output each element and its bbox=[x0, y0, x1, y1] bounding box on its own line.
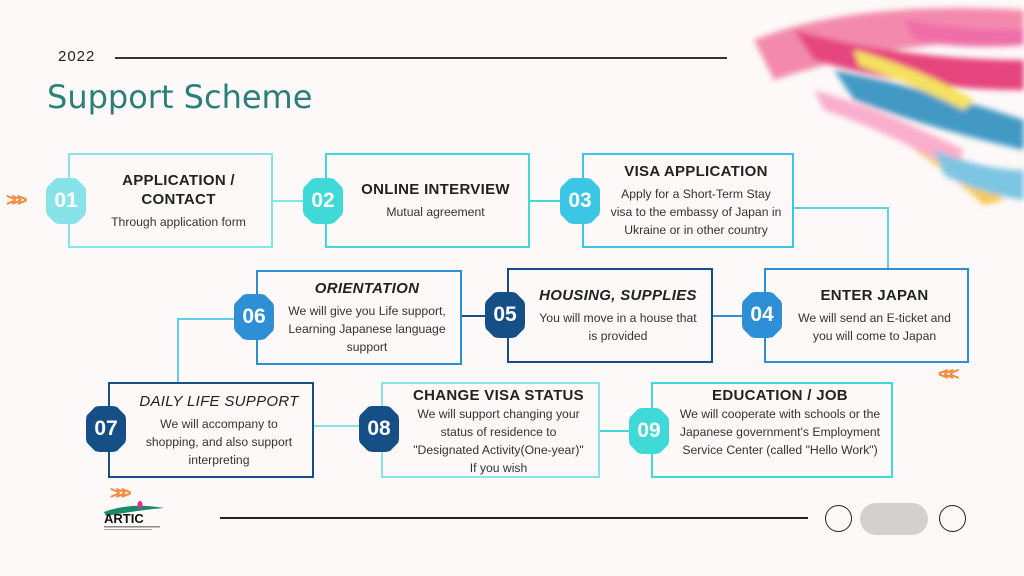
chevron-right-icon: >>> bbox=[110, 483, 131, 503]
nav-pill bbox=[860, 503, 928, 535]
step-01-box: APPLICATION / CONTACT Through applicatio… bbox=[68, 153, 273, 248]
step-09-box: EDUCATION / JOB We will cooperate with s… bbox=[651, 382, 893, 478]
step-08-box: CHANGE VISA STATUS We will support chang… bbox=[381, 382, 600, 478]
connector bbox=[529, 200, 582, 202]
step-title: ENTER JAPAN bbox=[820, 287, 929, 304]
year-label: 2022 bbox=[58, 48, 96, 65]
step-title: HOUSING, SUPPLIES bbox=[539, 287, 697, 304]
step-title: ONLINE INTERVIEW bbox=[361, 181, 510, 198]
divider bbox=[115, 57, 727, 59]
connector bbox=[887, 207, 889, 268]
connector bbox=[793, 207, 889, 209]
step-03-badge: 03 bbox=[560, 178, 600, 224]
step-description: Through application form bbox=[111, 214, 246, 229]
step-description: We will cooperate with schools or the Ja… bbox=[679, 407, 881, 457]
step-description: Mutual agreement bbox=[386, 205, 485, 219]
step-02-badge: 02 bbox=[303, 178, 343, 224]
connector bbox=[599, 430, 651, 432]
step-title: VISA APPLICATION bbox=[624, 163, 768, 180]
step-04-box: ENTER JAPAN We will send an E-ticket and… bbox=[764, 268, 969, 363]
step-06-badge: 06 bbox=[234, 294, 274, 340]
step-08-badge: 08 bbox=[359, 406, 399, 452]
divider bbox=[220, 517, 808, 519]
step-07-badge: 07 bbox=[86, 406, 126, 452]
step-description: We will give you Life support, Learning … bbox=[288, 304, 446, 354]
step-06-box: ORIENTATION We will give you Life suppor… bbox=[256, 270, 462, 365]
step-title: EDUCATION / JOB bbox=[712, 387, 848, 404]
connector bbox=[272, 200, 325, 202]
step-04-badge: 04 bbox=[742, 292, 782, 338]
connector bbox=[461, 315, 507, 317]
step-title: DAILY LIFE SUPPORT bbox=[139, 392, 299, 410]
step-description: We will support changing your status of … bbox=[413, 407, 584, 475]
nav-dot bbox=[939, 505, 966, 532]
nav-dot bbox=[825, 505, 852, 532]
step-title: CHANGE VISA STATUS bbox=[413, 387, 584, 404]
step-title: APPLICATION / CONTACT bbox=[122, 171, 235, 208]
page-title: Support Scheme bbox=[47, 78, 313, 116]
connector bbox=[712, 315, 764, 317]
step-description: We will send an E-ticket and you will co… bbox=[798, 311, 951, 343]
connector bbox=[313, 425, 381, 427]
step-title: ORIENTATION bbox=[314, 280, 420, 297]
step-description: We will accompany to shopping, and also … bbox=[145, 416, 293, 467]
step-09-badge: 09 bbox=[629, 408, 669, 454]
step-02-box: ONLINE INTERVIEW Mutual agreement bbox=[325, 153, 530, 248]
step-01-badge: 01 bbox=[46, 178, 86, 224]
step-description: Apply for a Short-Term Stay visa to the … bbox=[610, 187, 782, 237]
artic-logo: ARTIC bbox=[100, 500, 168, 532]
paint-splash-decoration bbox=[734, 0, 1024, 210]
connector bbox=[177, 318, 179, 382]
svg-text:ARTIC: ARTIC bbox=[104, 511, 144, 526]
chevron-left-icon: <<< bbox=[938, 364, 959, 384]
step-05-box: HOUSING, SUPPLIES You will move in a hou… bbox=[507, 268, 713, 363]
step-05-badge: 05 bbox=[485, 292, 525, 338]
step-07-box: DAILY LIFE SUPPORT We will accompany to … bbox=[108, 382, 314, 478]
step-description: You will move in a house that is provide… bbox=[539, 311, 697, 343]
connector bbox=[177, 318, 237, 320]
chevron-right-icon: >>> bbox=[6, 190, 27, 210]
step-03-box: VISA APPLICATION Apply for a Short-Term … bbox=[582, 153, 794, 248]
